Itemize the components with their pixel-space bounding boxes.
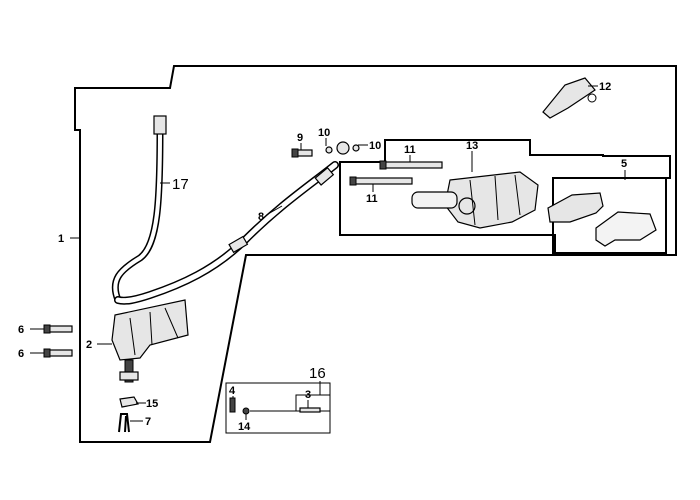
mounting-nut (119, 371, 139, 381)
group-outline-main (74, 65, 677, 443)
brake-pad-right (595, 211, 657, 247)
bolt-6-lower-head (43, 348, 51, 358)
clip-14 (242, 407, 250, 415)
master-cylinder-detail (129, 307, 179, 356)
callout-10a: 10 (318, 127, 330, 139)
slide-pin-11-lower (351, 177, 413, 185)
master-cylinder-2 (111, 299, 189, 361)
callout-12: 12 (599, 81, 611, 93)
clip-7 (118, 413, 130, 433)
caliper-bleeder (458, 197, 476, 215)
bracket-12 (542, 77, 596, 119)
callout-6b: 6 (18, 348, 24, 360)
banjo-fitting (336, 141, 350, 155)
callout-13: 13 (466, 140, 478, 152)
callout-16: 16 (309, 365, 326, 382)
slide-pin-lower-head (349, 176, 357, 186)
callout-14: 14 (238, 421, 251, 433)
bracket-hole (587, 93, 597, 103)
mounting-stud (124, 359, 134, 383)
callout-1: 1 (58, 233, 64, 245)
nut-15 (119, 396, 139, 408)
callout-17: 17 (172, 176, 189, 193)
callout-6a: 6 (18, 324, 24, 336)
brake-hose-8-inner (115, 162, 338, 304)
pin-3 (299, 407, 321, 413)
bolt-6-upper-head (43, 324, 51, 334)
slide-pin-upper-head (379, 160, 387, 170)
banjo-washer-right (352, 144, 360, 152)
hose-fitting-top (153, 115, 167, 135)
leader-8 (267, 205, 283, 215)
caliper-body-13 (444, 171, 539, 229)
callout-2: 2 (86, 339, 92, 351)
hose-sleeve-upper (314, 166, 335, 186)
callout-11b: 11 (366, 193, 378, 205)
caliper-detail (469, 174, 521, 226)
brake-pad-left (547, 192, 604, 223)
hose-sleeve (228, 235, 249, 254)
bolt-6-upper (47, 325, 73, 333)
callout-7: 7 (145, 416, 151, 428)
callout-10b: 10 (369, 140, 381, 152)
callout-11a: 11 (404, 144, 416, 156)
bolt-6-lower (47, 349, 73, 357)
brake-hose-17-inner (113, 128, 162, 302)
banjo-washer-left (325, 146, 333, 154)
banjo-bolt-head (291, 148, 299, 158)
callout-9: 9 (297, 132, 303, 144)
callout-5: 5 (621, 158, 627, 170)
callout-3: 3 (305, 389, 311, 401)
caliper-group-outline (339, 139, 671, 254)
callout-15: 15 (146, 398, 158, 410)
callout-8: 8 (258, 211, 264, 223)
pin-4 (229, 397, 236, 413)
slide-pin-11-upper (381, 161, 443, 169)
callout-4: 4 (229, 385, 236, 397)
caliper-piston (411, 191, 458, 209)
